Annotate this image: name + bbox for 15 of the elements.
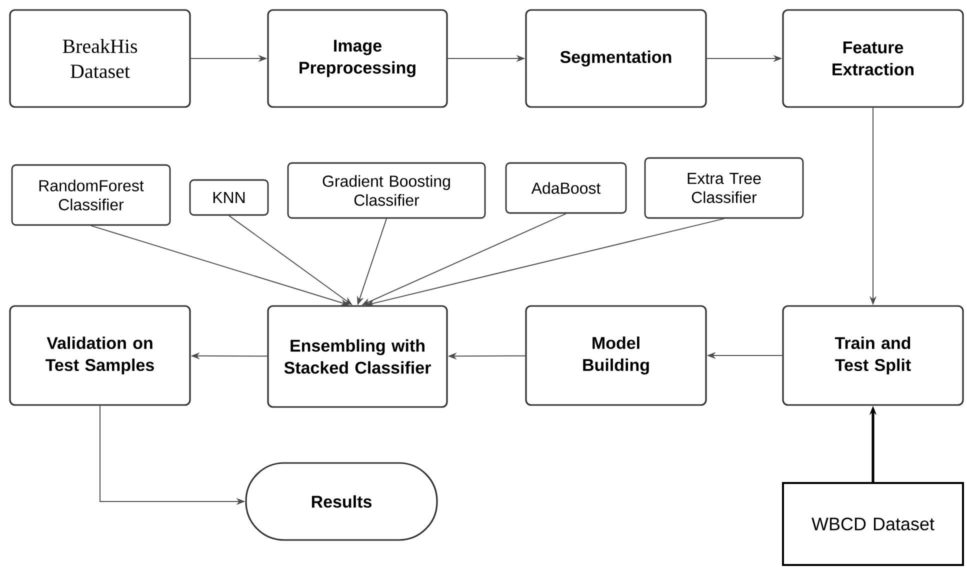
terminal-box: Results bbox=[245, 462, 438, 541]
process-box: Feature Extraction bbox=[782, 9, 964, 108]
classifier-box: AdaBoost bbox=[505, 162, 627, 214]
process-box: Ensembling with Stacked Classifier bbox=[267, 305, 448, 408]
process-box: Model Building bbox=[525, 305, 707, 406]
classifier-box: Gradient Boosting Classifier bbox=[287, 162, 486, 219]
classifier-box: Extra Tree Classifier bbox=[644, 157, 804, 219]
classifier-box: RandomForest Classifier bbox=[11, 164, 171, 226]
process-box: Train and Test Split bbox=[782, 305, 964, 406]
dataset-box: WBCD Dataset bbox=[782, 482, 964, 566]
dataset-box: BreakHis Dataset bbox=[9, 9, 191, 108]
process-box: Validation on Test Samples bbox=[9, 305, 191, 406]
process-box: Segmentation bbox=[525, 9, 707, 108]
process-box: Image Preprocessing bbox=[267, 9, 448, 108]
classifier-box: KNN bbox=[189, 179, 269, 216]
